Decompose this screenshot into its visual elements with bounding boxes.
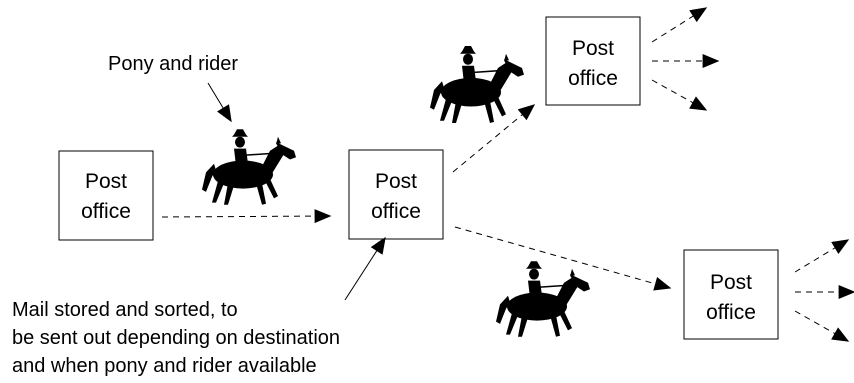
post-office-label-line1: Post [710,271,752,294]
route-arrow [794,239,850,273]
horse-rider-icon [495,260,591,338]
post-office-box-1: Post office [58,150,154,241]
route-arrow [454,226,672,291]
route-arrow [794,310,850,342]
route-arrow [161,209,332,224]
post-office-label-line1: Post [85,170,127,193]
route-arrow [651,79,708,111]
mail-note: Mail stored and sorted, to be sent out d… [12,299,340,377]
post-office-box-4: Post office [683,249,779,340]
post-office-label-line1: Post [375,170,417,193]
pointer-arrow [344,236,386,301]
post-office-label-line2: office [81,200,131,223]
route-arrow [452,104,536,173]
post-office-box-3: Post office [545,16,641,106]
post-office-box-2: Post office [348,149,444,240]
pointer-arrow [207,82,232,123]
post-office-label-line2: office [706,301,756,324]
post-office-label-line2: office [568,67,618,90]
mail-note-line: be sent out depending on destination [12,327,340,349]
mail-note-line: and when pony and rider available [12,355,317,377]
mail-note-line: Mail stored and sorted, to [12,299,238,321]
horse-rider-icon [429,45,525,124]
post-office-label-line2: office [371,200,421,223]
pony-and-rider-label: Pony and rider [108,53,238,75]
post-office-label-line1: Post [572,37,614,60]
route-arrow [651,7,708,43]
horse-rider-icon [201,128,297,206]
